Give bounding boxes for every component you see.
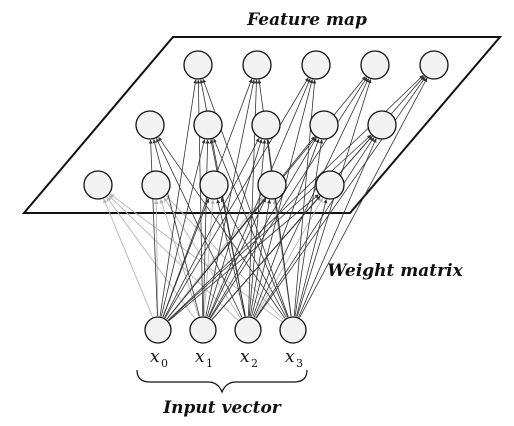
input-node (144, 316, 172, 344)
weight-edge (249, 199, 271, 317)
weight-edge (158, 136, 286, 319)
input-nodes (144, 316, 307, 344)
weight-edge (251, 79, 314, 317)
feature-node (199, 170, 229, 200)
feature-node (309, 110, 339, 140)
weight-edge (296, 199, 328, 317)
feature-node (251, 110, 281, 140)
weight-edge (106, 196, 196, 319)
weight-edge (206, 138, 263, 317)
weight-edge (154, 199, 159, 317)
feature-node (242, 50, 272, 80)
weight-edge (159, 198, 200, 317)
weight-edge (160, 139, 206, 317)
feature-node (183, 50, 213, 80)
feature-map-label: Feature map (246, 10, 367, 30)
weight-edge (216, 199, 246, 317)
feature-node (315, 170, 345, 200)
input-label: x (195, 347, 205, 367)
feature-node (141, 170, 171, 200)
feature-node (419, 50, 449, 80)
weight-edge (213, 138, 289, 318)
feature-map-nodes (83, 50, 449, 200)
feature-node (257, 170, 287, 200)
weight-edge (210, 77, 368, 319)
weight-edge (203, 199, 215, 317)
feature-node (301, 50, 331, 80)
weight-edge (159, 79, 198, 317)
weight-edge (209, 137, 317, 319)
weight-edge (152, 139, 200, 317)
weight-edge (163, 197, 241, 319)
input-vector-label: Input vector (162, 398, 282, 418)
weight-edge (168, 194, 319, 322)
input-node (189, 316, 217, 344)
input-label: x (150, 347, 160, 367)
weight-edge (255, 76, 426, 319)
weight-edge (220, 197, 287, 318)
weight-edge (255, 137, 375, 319)
feature-node (360, 50, 390, 80)
weight-matrix-label: Weight matrix (327, 261, 463, 281)
feature-node (135, 110, 165, 140)
input-subscript: 1 (206, 357, 213, 370)
input-label: x (240, 347, 250, 367)
weight-connections (103, 75, 428, 323)
weight-edge (103, 198, 154, 318)
weight-edge (166, 196, 264, 320)
input-node (234, 316, 262, 344)
input-node (279, 316, 307, 344)
weight-edge (248, 139, 267, 317)
weight-edge (164, 137, 260, 318)
input-subscript: 2 (251, 357, 258, 370)
weight-edge (294, 139, 324, 317)
weight-edge (253, 78, 369, 318)
weight-edge (298, 138, 377, 318)
input-brace (136, 369, 308, 394)
input-subscript: 0 (161, 357, 168, 370)
weight-edge (202, 139, 210, 317)
input-label: x (285, 347, 295, 367)
weight-edge (148, 139, 158, 317)
weight-edge (254, 197, 324, 319)
feature-node (193, 110, 223, 140)
weight-edge (164, 77, 309, 319)
feature-map-plane (21, 36, 503, 214)
feature-node (367, 110, 397, 140)
weight-edge (208, 78, 311, 318)
feature-node (83, 170, 113, 200)
input-subscript: 3 (296, 357, 303, 370)
weight-edge (299, 77, 428, 318)
